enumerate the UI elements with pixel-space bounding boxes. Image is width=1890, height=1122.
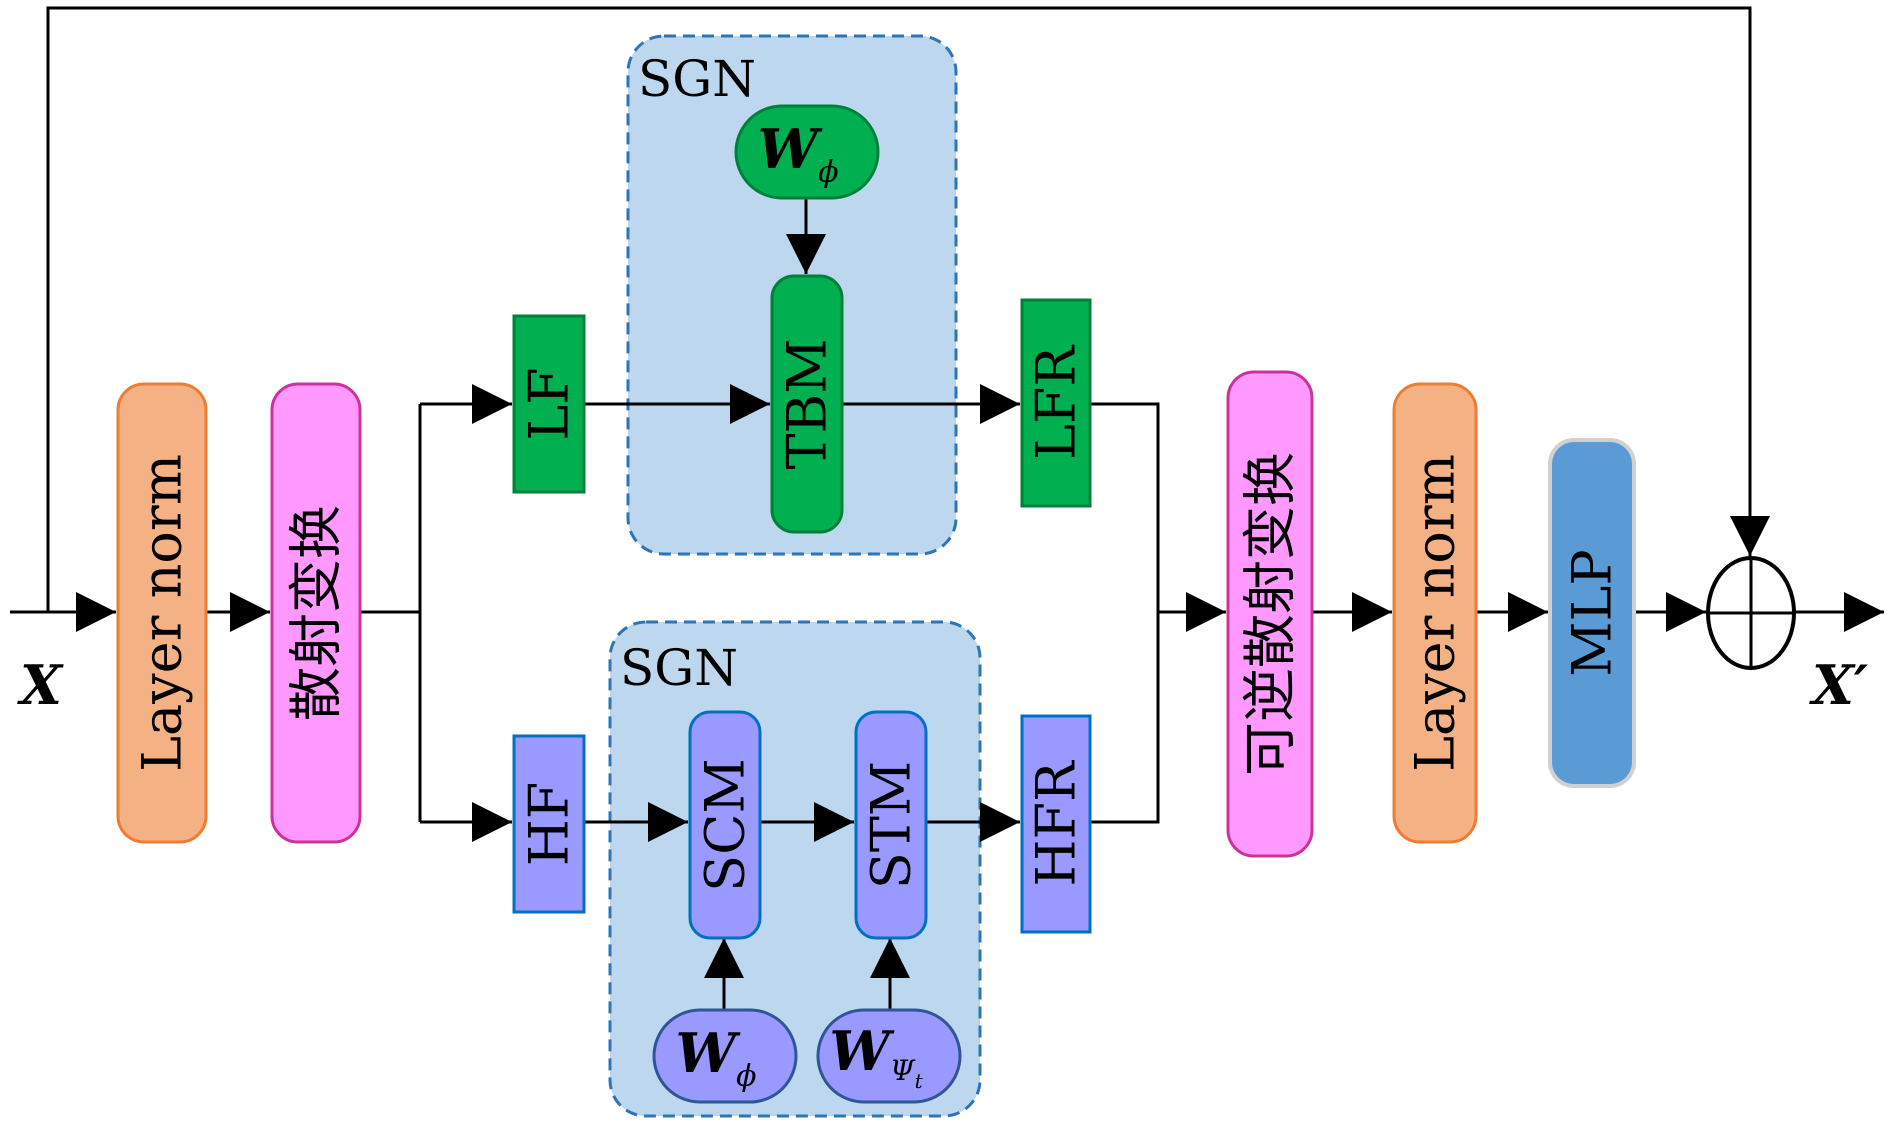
hf-label: HF [518, 782, 581, 867]
sgn-bottom-weight-1-label: Wϕ [675, 1021, 756, 1094]
output-label: X′ [1809, 653, 1868, 717]
branch-line [360, 404, 422, 822]
mlp-label: MLP [1561, 549, 1624, 677]
sgn-top-weight-node [734, 104, 880, 200]
arrows [10, 198, 1884, 1010]
layer-norm-1-label: Layer norm [131, 454, 194, 772]
input-label: X [17, 653, 64, 717]
lfr-label: LFR [1025, 345, 1088, 460]
hf-block [512, 734, 586, 914]
scm-label: SCM [694, 758, 757, 892]
stm-block [854, 710, 928, 940]
tbm-block [770, 274, 844, 534]
sgn-bottom-weight-1-node [652, 1008, 798, 1104]
hfr-label: HFR [1025, 760, 1088, 887]
sum-node [1706, 556, 1796, 670]
sgn-top-weight-label: Wϕ [757, 117, 838, 190]
inverse-scatter-transform-label: 可逆散射变换 [1239, 452, 1302, 776]
sgn-bottom-title: SGN [620, 639, 738, 697]
lf-block [512, 314, 586, 494]
scatter-transform-block [270, 382, 362, 844]
lf-label: LF [518, 367, 581, 440]
layer-norm-2-block [1392, 382, 1478, 844]
sgn-bottom-weight-2-node [816, 1008, 962, 1104]
inverse-scatter-transform-block [1226, 370, 1314, 858]
sgn-bottom-weight-2-label: WΨt [829, 1019, 923, 1093]
sgn-top-title: SGN [638, 50, 756, 108]
hfr-block [1020, 714, 1092, 934]
layer-norm-2-label: Layer norm [1404, 454, 1467, 772]
scatter-transform-label: 散射变换 [285, 505, 348, 721]
lfr-block [1020, 298, 1092, 508]
skip-connection-line [46, 6, 1752, 612]
tbm-label: TBM [776, 339, 839, 470]
mlp-block [1548, 438, 1636, 788]
scm-block [688, 710, 762, 940]
layer-norm-1-block [116, 382, 208, 844]
stm-label: STM [860, 761, 923, 889]
